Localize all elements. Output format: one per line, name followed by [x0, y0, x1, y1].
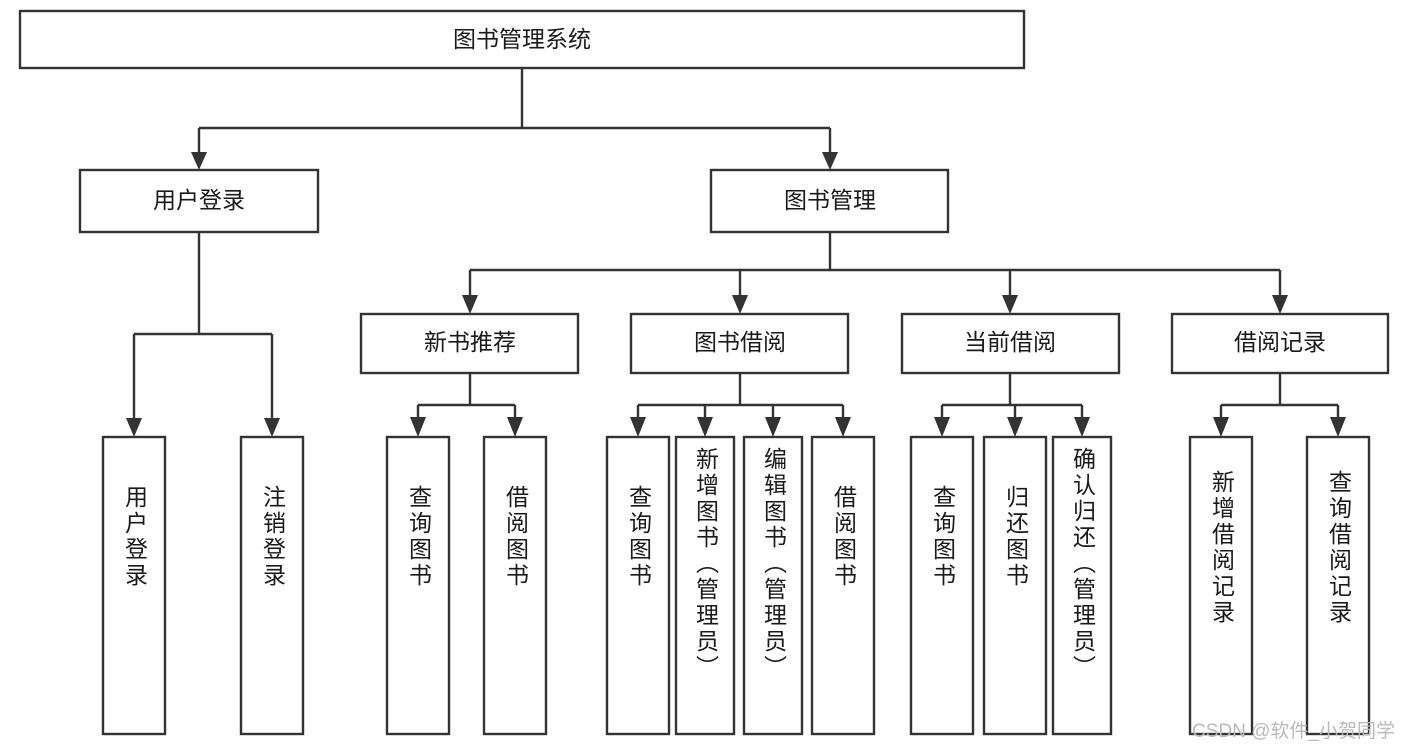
arrow-leaf-add-record: [1213, 417, 1229, 437]
leaf-query-record-box[interactable]: [1305, 435, 1371, 736]
leaf-return-book-box[interactable]: [982, 435, 1048, 736]
leaf-edit-book-box[interactable]: [742, 435, 804, 736]
node-borrow-record[interactable]: 借阅记录: [1170, 312, 1390, 375]
arrow-leaf-query-book-2: [630, 417, 646, 437]
node-book-manage-label: 图书管理: [784, 187, 876, 213]
node-book-borrow-label: 图书借阅: [694, 329, 786, 355]
arrow-leaf-borrow-book-2: [835, 417, 851, 437]
node-borrow-record-box[interactable]: [1170, 312, 1390, 375]
arrow-leaf-query-record: [1330, 417, 1346, 437]
arrow-leaf-add-book: [697, 417, 713, 437]
node-title[interactable]: 图书管理系统: [18, 9, 1026, 70]
arrow-to-user-login: [191, 152, 207, 170]
node-book-manage-box[interactable]: [709, 168, 950, 234]
leaf-box-layer: [101, 435, 1371, 736]
arrow-leaf-logout: [264, 418, 280, 437]
node-book-borrow[interactable]: 图书借阅: [629, 312, 850, 375]
node-current-borrow-box[interactable]: [900, 312, 1121, 375]
leaf-add-book-box[interactable]: [674, 435, 736, 736]
arrow-leaf-query-book-3: [934, 417, 950, 437]
connector-layer: [126, 68, 1346, 437]
arrow-to-book-manage: [822, 152, 838, 170]
leaf-query-book-2-box[interactable]: [605, 435, 671, 736]
node-user-login-label: 用户登录: [153, 187, 245, 213]
leaf-confirm-return-box[interactable]: [1051, 435, 1113, 736]
leaf-query-book-1-box[interactable]: [385, 435, 451, 736]
node-book-manage[interactable]: 图书管理: [709, 168, 950, 234]
node-title-label: 图书管理系统: [453, 26, 591, 52]
leaf-logout-box[interactable]: [239, 435, 305, 736]
node-user-login[interactable]: 用户登录: [78, 168, 320, 234]
watermark-text: CSDN @软件_小贺同学: [1192, 721, 1395, 742]
node-current-borrow-label: 当前借阅: [964, 329, 1056, 355]
node-new-book-recommend[interactable]: 新书推荐: [359, 312, 580, 375]
node-borrow-record-label: 借阅记录: [1234, 329, 1326, 355]
arrow-leaf-user-login: [126, 418, 142, 437]
leaf-add-record-box[interactable]: [1188, 435, 1254, 736]
arrow-leaf-edit-book: [765, 417, 781, 437]
arrow-to-book-borrow: [732, 295, 748, 314]
leaf-borrow-book-1-box[interactable]: [482, 435, 548, 736]
arrow-to-borrow-record: [1272, 295, 1288, 314]
node-current-borrow[interactable]: 当前借阅: [900, 312, 1121, 375]
arrow-to-new-book-recommend: [462, 295, 478, 314]
arrow-leaf-confirm-return: [1074, 417, 1090, 437]
node-user-login-box[interactable]: [78, 168, 320, 234]
node-new-book-recommend-box[interactable]: [359, 312, 580, 375]
arrow-leaf-borrow-book-1: [507, 417, 523, 437]
node-title-box[interactable]: [18, 9, 1026, 70]
leaf-query-book-3-box[interactable]: [909, 435, 975, 736]
node-new-book-recommend-label: 新书推荐: [424, 329, 516, 355]
node-book-borrow-box[interactable]: [629, 312, 850, 375]
arrow-to-current-borrow: [1002, 295, 1018, 314]
leaf-user-login-box[interactable]: [101, 435, 167, 736]
arrow-leaf-return-book: [1007, 417, 1023, 437]
leaf-borrow-book-2-box[interactable]: [810, 435, 876, 736]
arrow-leaf-query-book-1: [410, 417, 426, 437]
